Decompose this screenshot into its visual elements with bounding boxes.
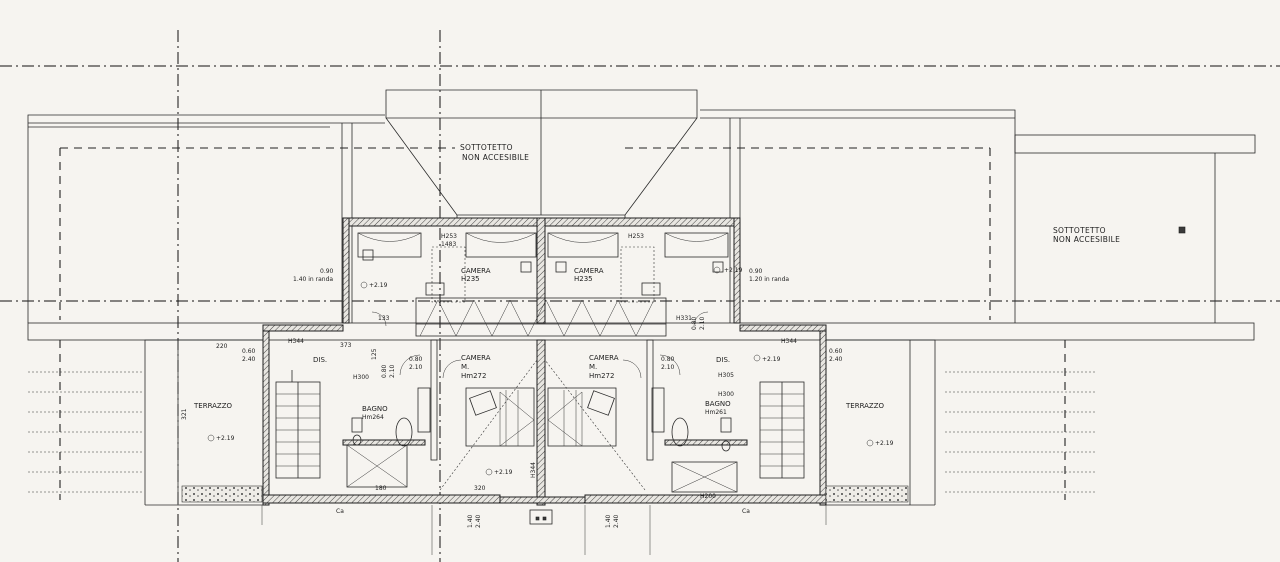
left-dis: DIS. xyxy=(313,356,327,364)
upper-right-room-label: H253 CAMERA H235 xyxy=(574,233,644,283)
terrace-right-level: +2.19 xyxy=(875,440,894,447)
dim-125: 125 xyxy=(371,348,378,360)
dim-2-40-a: 2.40 xyxy=(242,356,256,363)
attic-label-right: SOTTOTETTO NON ACCESIBILE xyxy=(1053,226,1120,244)
left-stair xyxy=(275,370,321,479)
attic-label-center: SOTTOTETTO NON ACCESIBILE xyxy=(460,143,529,162)
lower-doors xyxy=(399,354,681,379)
bath-right-tag: H305 xyxy=(718,372,734,379)
attic-center-line1: SOTTOTETTO xyxy=(460,143,513,152)
dim-321: 321 xyxy=(181,408,188,420)
dim-1-40-right: 1.40 xyxy=(605,514,612,528)
dim-220: 220 xyxy=(216,343,228,350)
upper-right-room-name: CAMERA xyxy=(574,267,604,275)
terrace-left-label: TERRAZZO xyxy=(193,402,233,410)
dim-0-80-d: 0.80 xyxy=(691,316,698,330)
ca-right: Ca xyxy=(742,508,750,515)
bath-right-tag2: H300 xyxy=(718,391,734,398)
master-right: CAMERA M. Hm272 xyxy=(544,354,646,491)
level-center: +2.19 xyxy=(494,469,513,476)
terrace-left-level: +2.19 xyxy=(216,435,235,442)
terrace-right-label: TERRAZZO xyxy=(845,402,885,410)
master-right-name: CAMERA xyxy=(589,354,619,362)
bath-right: BAGNO Hm261 H305 H300 H200 xyxy=(651,372,738,500)
eave-right-height: 0.90 xyxy=(749,268,763,275)
attic-right-line1: SOTTOTETTO xyxy=(1053,226,1106,235)
upper-left-tag2: 1483 xyxy=(441,241,456,248)
dim-2-40-left: 2.40 xyxy=(475,514,482,528)
roof-outline xyxy=(27,89,1256,341)
dim-2-10-d: 2.10 xyxy=(699,316,706,330)
reference-axes xyxy=(0,30,1280,562)
eave-left-note: 1.40 in randa xyxy=(293,276,333,283)
terrace-left: TERRAZZO +2.19 321 xyxy=(181,402,235,442)
upper-left-room-name: CAMERA xyxy=(461,267,491,275)
master-left-sub: M. xyxy=(461,363,469,371)
eave-right-note: 1.20 in randa xyxy=(749,276,789,283)
dim-133: 133 xyxy=(378,315,390,322)
dim-2-40-right: 2.40 xyxy=(613,514,620,528)
upper-floor-rooms xyxy=(342,217,741,337)
dim-0-60-b: 0.60 xyxy=(829,348,843,355)
ca-left: Ca xyxy=(336,508,344,515)
entrance xyxy=(261,496,827,555)
upper-left-tag: H253 xyxy=(441,233,457,240)
level-upper-left: +2.19 xyxy=(369,282,388,289)
dis-labels: DIS. DIS. +2.19 +2.19 xyxy=(313,354,781,476)
upper-right-room-height: H235 xyxy=(574,275,593,283)
eave-left-height: 0.90 xyxy=(320,268,334,275)
attic-center-line2: NON ACCESIBILE xyxy=(462,153,529,162)
h344-right: H344 xyxy=(781,338,797,345)
master-left-name: CAMERA xyxy=(461,354,491,362)
terrace-right: TERRAZZO +2.19 xyxy=(845,402,894,447)
upper-left-room-height: H235 xyxy=(461,275,480,283)
left-railings xyxy=(28,340,142,500)
dim-0-60-a: 0.60 xyxy=(242,348,256,355)
dim-0-80-right: 0.80 xyxy=(661,356,675,363)
dim-1-40-left: 1.40 xyxy=(467,514,474,528)
dim-h331: H331 xyxy=(676,315,692,322)
lower-dimensions: 220 0.60 2.40 0.60 2.40 H344 373 H344 12… xyxy=(216,316,843,528)
dim-0-80-c: 0.80 xyxy=(381,364,388,378)
bath-left-name: BAGNO xyxy=(362,405,388,413)
upper-left-room-label: H253 1483 CAMERA H235 xyxy=(441,233,491,283)
eave-notes: 0.90 1.40 in randa 0.90 1.20 in randa +2… xyxy=(293,266,789,322)
bath-left-height: Hm264 xyxy=(362,414,384,421)
bath-right-height: Hm261 xyxy=(705,409,727,416)
dim-180: 180 xyxy=(375,485,387,492)
right-railings xyxy=(945,340,1095,500)
master-left-height: Hm272 xyxy=(461,372,486,380)
level-right-dis: +2.19 xyxy=(762,356,781,363)
dim-2-10-c: 2.10 xyxy=(389,364,396,378)
dim-320: 320 xyxy=(474,485,486,492)
h344-center: H344 xyxy=(530,462,537,478)
h200-right: H200 xyxy=(700,493,716,500)
master-left: CAMERA M. Hm272 xyxy=(439,354,538,491)
dim-2-10-right: 2.10 xyxy=(661,364,675,371)
level-upper-right: +2.19 xyxy=(724,267,743,274)
dim-2-10-left: 2.10 xyxy=(409,364,423,371)
upper-right-tag: H253 xyxy=(628,233,644,240)
master-right-sub: M. xyxy=(589,363,597,371)
dim-373: 373 xyxy=(340,342,352,349)
master-right-height: Hm272 xyxy=(589,372,614,380)
lower-floor-walls xyxy=(144,324,936,506)
right-stair xyxy=(759,381,805,479)
dim-0-80-left: 0.80 xyxy=(409,356,423,363)
h344-left: H344 xyxy=(288,338,304,345)
bath-left: BAGNO Hm264 H300 180 xyxy=(346,374,431,492)
dim-2-40-b: 2.40 xyxy=(829,356,843,363)
right-dis: DIS. xyxy=(716,356,730,364)
bath-left-tag: H300 xyxy=(353,374,369,381)
bath-right-name: BAGNO xyxy=(705,400,731,408)
attic-right-line2: NON ACCESIBILE xyxy=(1053,235,1120,244)
